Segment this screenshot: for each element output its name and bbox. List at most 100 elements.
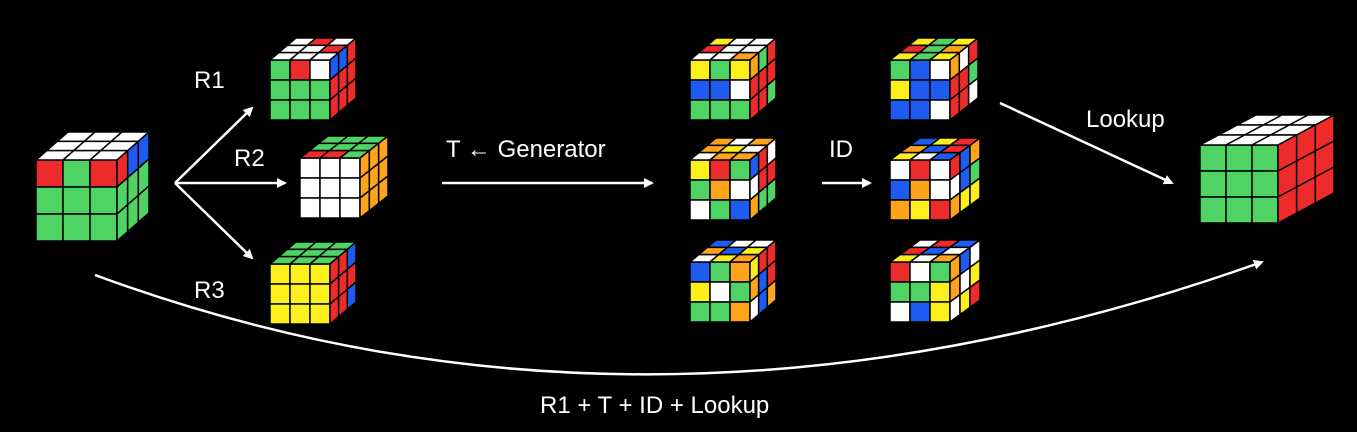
sticker-front bbox=[929, 79, 951, 101]
sticker-right bbox=[967, 77, 979, 107]
sticker-front bbox=[689, 99, 711, 121]
cube-r3 bbox=[269, 241, 357, 325]
sticker-front bbox=[689, 301, 711, 323]
arrow-r3 bbox=[174, 182, 254, 260]
sticker-front bbox=[709, 281, 731, 303]
sticker-front bbox=[35, 186, 64, 215]
sticker-front bbox=[299, 157, 321, 179]
sticker-front bbox=[269, 283, 291, 305]
sticker-front bbox=[1251, 196, 1279, 224]
sticker-front bbox=[689, 199, 711, 221]
sticker-front bbox=[1225, 144, 1253, 172]
sticker-front bbox=[909, 99, 931, 121]
sticker-front bbox=[709, 179, 731, 201]
sticker-front bbox=[909, 179, 931, 201]
sticker-front bbox=[929, 99, 951, 121]
sticker-front bbox=[62, 186, 91, 215]
sticker-front bbox=[909, 199, 931, 221]
sticker-front bbox=[319, 177, 341, 199]
sticker-front bbox=[1199, 144, 1227, 172]
sticker-front bbox=[309, 263, 331, 285]
sticker-front bbox=[889, 199, 911, 221]
sticker-front bbox=[339, 157, 361, 179]
sticker-front bbox=[89, 159, 118, 188]
sticker-front bbox=[889, 179, 911, 201]
cube-gen-1 bbox=[689, 37, 777, 121]
sticker-front bbox=[729, 159, 751, 181]
sticker-front bbox=[689, 261, 711, 283]
sticker-front bbox=[909, 281, 931, 303]
sticker-front bbox=[889, 59, 911, 81]
sticker-front bbox=[709, 261, 731, 283]
sticker-front bbox=[689, 79, 711, 101]
sticker-front bbox=[909, 159, 931, 181]
sticker-front bbox=[729, 179, 751, 201]
sticker-front bbox=[289, 303, 311, 325]
cube-start bbox=[35, 131, 150, 242]
sticker-front bbox=[729, 79, 751, 101]
sticker-front bbox=[269, 263, 291, 285]
sticker-front bbox=[309, 79, 331, 101]
sticker-front bbox=[689, 179, 711, 201]
sticker-front bbox=[929, 199, 951, 221]
sticker-front bbox=[729, 301, 751, 323]
sticker-front bbox=[889, 301, 911, 323]
sticker-right bbox=[377, 175, 389, 205]
arrow-bottom-curve bbox=[94, 259, 1264, 376]
sticker-front bbox=[709, 79, 731, 101]
sticker-front bbox=[1251, 144, 1279, 172]
sticker-front bbox=[929, 301, 951, 323]
sticker-front bbox=[729, 281, 751, 303]
sticker-right bbox=[766, 77, 777, 107]
sticker-front bbox=[729, 59, 751, 81]
sticker-right bbox=[137, 185, 150, 224]
sticker-front bbox=[289, 79, 311, 101]
label-lookup: Lookup bbox=[1086, 106, 1165, 133]
sticker-front bbox=[909, 301, 931, 323]
sticker-front bbox=[1251, 170, 1279, 198]
sticker-front bbox=[269, 303, 291, 325]
sticker-front bbox=[709, 159, 731, 181]
sticker-right bbox=[346, 281, 357, 311]
sticker-front bbox=[89, 186, 118, 215]
cube-id-1 bbox=[889, 37, 979, 121]
sticker-front bbox=[729, 261, 751, 283]
label-r1: R1 bbox=[194, 67, 225, 94]
sticker-front bbox=[929, 179, 951, 201]
sticker-front bbox=[689, 281, 711, 303]
label-generator: T ← Generator bbox=[446, 136, 606, 163]
sticker-front bbox=[889, 261, 911, 283]
sticker-front bbox=[269, 99, 291, 121]
sticker-front bbox=[889, 281, 911, 303]
cube-solved bbox=[1199, 114, 1335, 224]
sticker-front bbox=[1225, 196, 1253, 224]
cube-r2 bbox=[299, 135, 389, 219]
cube-id-2 bbox=[889, 137, 981, 221]
sticker-front bbox=[89, 213, 118, 242]
sticker-front bbox=[889, 79, 911, 101]
label-id: ID bbox=[829, 136, 853, 163]
sticker-front bbox=[929, 281, 951, 303]
sticker-front bbox=[729, 199, 751, 221]
sticker-right bbox=[969, 279, 981, 309]
sticker-front bbox=[62, 213, 91, 242]
sticker-right bbox=[969, 177, 981, 207]
sticker-front bbox=[729, 99, 751, 121]
cube-r1 bbox=[269, 37, 357, 121]
sticker-front bbox=[929, 261, 951, 283]
sticker-front bbox=[339, 177, 361, 199]
sticker-front bbox=[339, 197, 361, 219]
sticker-front bbox=[289, 99, 311, 121]
sticker-front bbox=[319, 197, 341, 219]
sticker-front bbox=[1199, 170, 1227, 198]
sticker-front bbox=[909, 261, 931, 283]
sticker-front bbox=[289, 283, 311, 305]
sticker-front bbox=[269, 59, 291, 81]
sticker-front bbox=[299, 197, 321, 219]
arrow-r1 bbox=[174, 106, 254, 184]
sticker-front bbox=[319, 157, 341, 179]
cube-id-3 bbox=[889, 239, 981, 323]
sticker-front bbox=[689, 59, 711, 81]
sticker-front bbox=[709, 99, 731, 121]
